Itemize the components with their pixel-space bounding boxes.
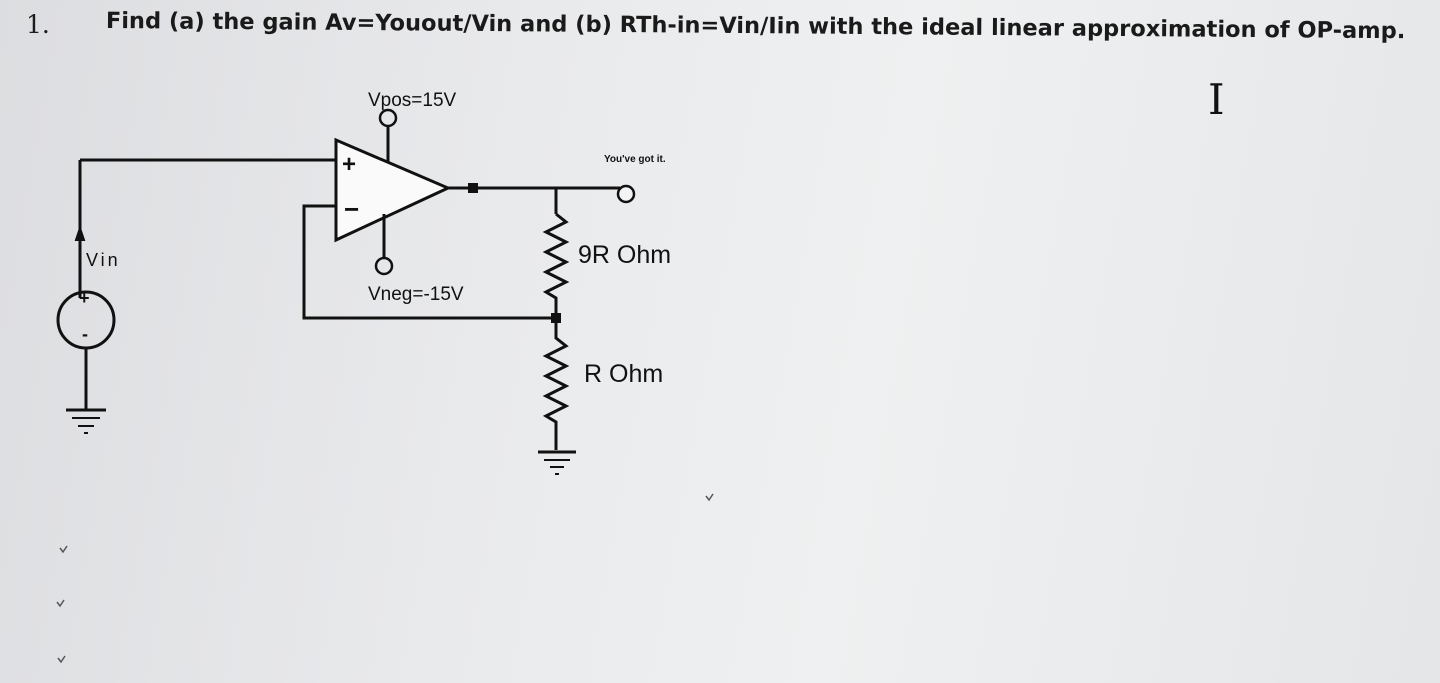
source-plus-sign: + [79, 288, 90, 308]
opamp-minus-input: − [344, 194, 359, 224]
vin-arrow [74, 224, 86, 241]
opamp: + − [334, 137, 452, 243]
vneg-label: Vneg=-15V [368, 284, 464, 305]
ground-symbol-right [538, 450, 576, 475]
feedback-wire [302, 204, 556, 320]
resistor-r [542, 318, 570, 450]
vpos-label: Vpos=15V [368, 90, 457, 111]
voltage-source: + - [56, 288, 116, 350]
output-junction [468, 183, 478, 193]
vneg-terminal [374, 256, 394, 276]
ground-symbol-left [66, 400, 106, 434]
resistor-9r [542, 212, 570, 318]
resistor-9r-label: 9R Ohm [578, 241, 671, 269]
question-number: 1. [26, 10, 50, 39]
output-terminal [616, 184, 636, 204]
text-cursor-icon: I [1208, 75, 1225, 124]
source-minus-sign: - [82, 324, 88, 344]
paragraph-marks [56, 493, 714, 664]
opamp-plus-input: + [342, 151, 356, 178]
vpos-terminal [378, 108, 398, 128]
output-note: You've got it. [604, 154, 666, 165]
vin-label: Vin [86, 250, 121, 270]
resistor-r-label: R Ohm [584, 360, 663, 388]
